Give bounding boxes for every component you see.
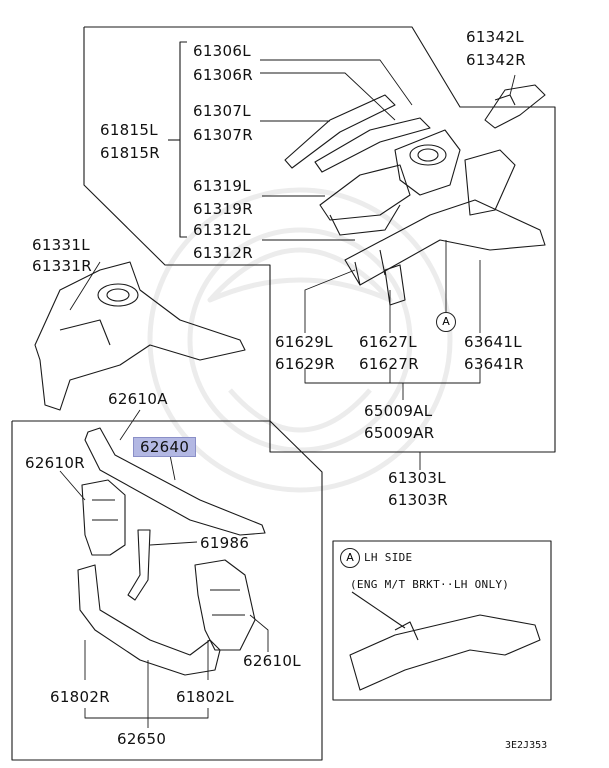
inset-title: LH SIDE xyxy=(364,551,413,564)
label-61342R: 61342R xyxy=(466,51,526,69)
label-61312L: 61312L xyxy=(193,221,251,239)
label-61303R: 61303R xyxy=(388,491,448,509)
label-65009AR: 65009AR xyxy=(364,424,435,442)
label-61815R: 61815R xyxy=(100,144,160,162)
label-61815L: 61815L xyxy=(100,121,158,139)
label-61306R: 61306R xyxy=(193,66,253,84)
label-62650: 62650 xyxy=(117,730,167,748)
label-61319R: 61319R xyxy=(193,200,253,218)
label-61319L: 61319L xyxy=(193,177,251,195)
label-63641L: 63641L xyxy=(464,333,522,351)
label-61802L: 61802L xyxy=(176,688,234,706)
inset-marker-a: A xyxy=(340,548,360,568)
label-63641R: 63641R xyxy=(464,355,524,373)
part-61331 xyxy=(34,261,246,411)
label-61307L: 61307L xyxy=(193,102,251,120)
label-61331R: 61331R xyxy=(32,257,92,275)
inset-note: (ENG M/T BRKT··LH ONLY) xyxy=(350,578,510,591)
part-61986 xyxy=(127,529,151,601)
label-61629R: 61629R xyxy=(275,355,335,373)
label-61331L: 61331L xyxy=(32,236,90,254)
label-65009AL: 65009AL xyxy=(364,402,433,420)
part-62610L xyxy=(194,559,256,651)
leader-lines-lower xyxy=(59,409,269,728)
diagram-code: 3E2J353 xyxy=(505,740,548,751)
upper-group-outline xyxy=(83,26,556,453)
inset-box xyxy=(332,540,552,701)
label-62610A: 62610A xyxy=(108,390,168,408)
label-61342L: 61342L xyxy=(466,28,524,46)
marker-a: A xyxy=(436,312,456,332)
inset-part xyxy=(349,591,541,691)
part-62640 xyxy=(84,427,266,536)
lower-group-outline xyxy=(11,420,323,761)
label-61802R: 61802R xyxy=(50,688,110,706)
label-61312R: 61312R xyxy=(193,244,253,262)
part-61342 xyxy=(484,84,546,129)
leader-lines-upper xyxy=(69,59,516,470)
label-62610L: 62610L xyxy=(243,652,301,670)
label-61986: 61986 xyxy=(200,534,250,552)
label-62610R: 62610R xyxy=(25,454,85,472)
part-62610R xyxy=(81,479,126,556)
label-61307R: 61307R xyxy=(193,126,253,144)
label-62640-highlighted: 62640 xyxy=(133,437,197,457)
label-61627R: 61627R xyxy=(359,355,419,373)
part-apron-upper xyxy=(284,94,546,306)
label-61303L: 61303L xyxy=(388,469,446,487)
part-62650 xyxy=(77,564,221,676)
label-61627L: 61627L xyxy=(359,333,417,351)
label-61306L: 61306L xyxy=(193,42,251,60)
bracket-61815 xyxy=(179,41,187,238)
label-61629L: 61629L xyxy=(275,333,333,351)
